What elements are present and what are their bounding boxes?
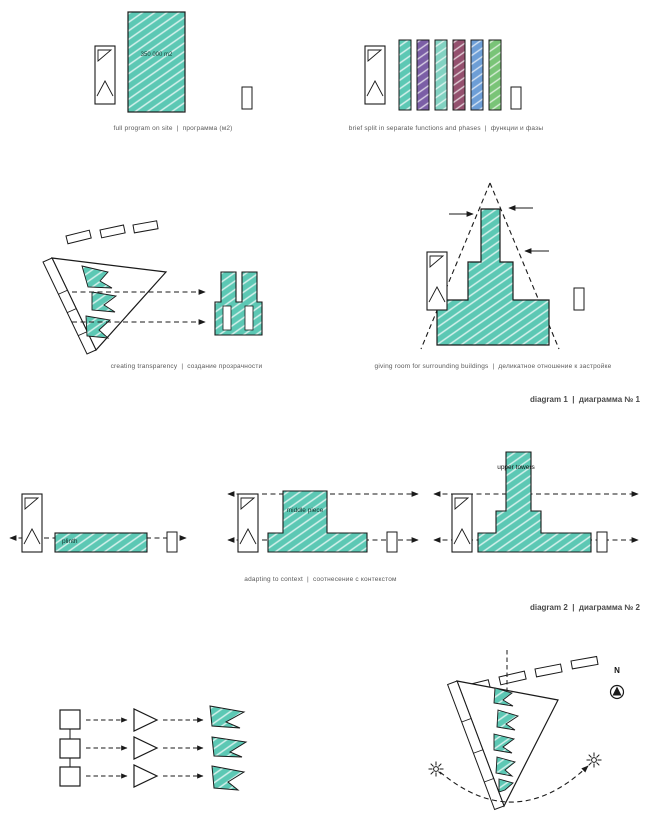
- middle-piece-shape: [267, 490, 368, 553]
- compass-icon: [609, 684, 625, 700]
- context-bar-icon: [132, 220, 159, 234]
- upper-towers-label: upper towers: [497, 464, 535, 471]
- massing-blob: [495, 756, 516, 777]
- compass-needle: [612, 686, 622, 696]
- context-building-block: [573, 287, 585, 311]
- middle-piece-label: middle piece: [286, 507, 324, 514]
- caption-giving-room: giving room for surrounding buildings | …: [374, 363, 612, 370]
- massing-blob: [493, 687, 514, 707]
- massing-blob: [81, 265, 113, 289]
- triangle-shape: [133, 736, 159, 760]
- function-bar-4: [452, 39, 466, 111]
- envelope-line: [420, 182, 491, 350]
- context-bar-icon: [99, 224, 126, 239]
- context-bar-icon: [534, 663, 563, 678]
- strip-division: [484, 778, 494, 783]
- tower-elevation-icon: [451, 493, 473, 553]
- triangle-shape: [133, 708, 159, 732]
- strip-division: [67, 308, 77, 313]
- program-volume-block: [127, 11, 186, 113]
- context-building-block: [596, 531, 608, 553]
- massing-blob: [493, 733, 516, 754]
- massing-blob: [211, 736, 248, 758]
- stepped-massing-shape: [436, 208, 550, 346]
- block-square: [59, 738, 81, 759]
- site-edge-strip: [446, 680, 505, 811]
- massing-blob: [498, 778, 514, 793]
- massing-blob: [209, 705, 246, 729]
- triangle-shape: [133, 764, 159, 788]
- upper-towers-shape: [477, 451, 592, 553]
- diagram-full-program: [94, 11, 253, 113]
- massing-blob: [496, 709, 520, 731]
- diagram-plinth: [9, 493, 187, 553]
- context-building-block: [386, 531, 398, 553]
- strip-division: [461, 718, 472, 723]
- context-building-block: [241, 86, 253, 110]
- function-bar-3: [434, 39, 448, 111]
- north-label: N: [614, 666, 620, 675]
- envelope-line: [489, 182, 560, 350]
- tower-elevation-icon: [21, 493, 43, 553]
- diagram-middle-piece: [227, 490, 419, 553]
- diagram-upper-towers: [433, 451, 639, 553]
- function-bar-2: [416, 39, 430, 111]
- context-building-block: [510, 86, 522, 110]
- context-building-block: [166, 531, 178, 553]
- function-bar-5: [470, 39, 484, 111]
- block-square: [59, 766, 81, 787]
- tower-elevation-icon: [94, 45, 116, 105]
- massing-blob: [211, 765, 246, 791]
- caption-brief-split: brief split in separate functions and ph…: [348, 125, 544, 132]
- massing-blob: [91, 291, 118, 313]
- context-bar-icon: [570, 655, 599, 670]
- plinth-label: plinth: [62, 538, 78, 545]
- strip-division: [58, 289, 68, 295]
- diagram-transformation: [59, 705, 248, 791]
- function-bar-1: [398, 39, 412, 111]
- diagram-creating-transparency: [42, 220, 263, 355]
- diagram-site-sun: [428, 650, 625, 811]
- transparency-slot: [244, 305, 254, 331]
- site-edge-strip: [42, 257, 97, 355]
- tower-elevation-icon: [237, 493, 259, 553]
- caption-adapting: adapting to context | соотнесение с конт…: [244, 576, 397, 583]
- tower-elevation-icon: [426, 251, 448, 311]
- sun-icon: [586, 752, 602, 768]
- caption-full-program: full program on site | программа (м2): [113, 125, 233, 132]
- tower-elevation-icon: [364, 45, 386, 105]
- plinth-shape: [54, 532, 148, 553]
- area-label: 350 000 m2: [140, 52, 173, 58]
- towers-on-plinth-shape: [214, 271, 263, 336]
- diagram1-title: diagram 1 | диаграмма № 1: [529, 395, 640, 404]
- context-bar-icon: [65, 229, 92, 245]
- block-square: [59, 709, 81, 730]
- diagram-giving-room: [420, 182, 585, 350]
- context-bar-icon: [498, 670, 527, 686]
- strip-division: [473, 749, 484, 754]
- diagram2-title: diagram 2 | диаграмма № 2: [529, 603, 640, 612]
- function-bar-6: [488, 39, 502, 111]
- diagram-brief-split: [364, 39, 522, 111]
- strip-division: [78, 331, 88, 336]
- sun-icon: [428, 761, 444, 777]
- transparency-slot: [222, 305, 232, 331]
- caption-transparency: creating transparency | создание прозрач…: [110, 363, 263, 370]
